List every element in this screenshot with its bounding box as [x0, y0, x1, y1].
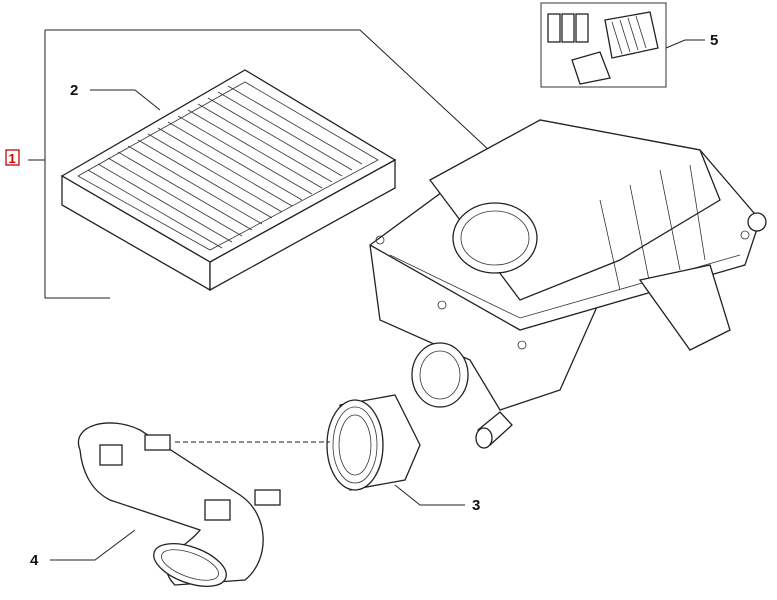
- svg-text:2: 2: [70, 82, 78, 99]
- intake-duct-part[interactable]: [77, 422, 281, 595]
- intake-connector-part[interactable]: [175, 394, 421, 491]
- service-kit-inset[interactable]: [540, 2, 667, 88]
- callout-1[interactable]: 1: [5, 149, 20, 166]
- callout-2[interactable]: 2: [70, 82, 161, 111]
- svg-text:3: 3: [472, 497, 480, 514]
- callout-5[interactable]: 5: [665, 32, 718, 49]
- callout-3[interactable]: 3: [394, 484, 480, 514]
- callout-4[interactable]: 4: [30, 529, 136, 569]
- air-filter-housing[interactable]: [369, 119, 767, 449]
- svg-text:1: 1: [9, 151, 16, 166]
- svg-text:4: 4: [30, 552, 39, 569]
- svg-text:5: 5: [710, 32, 718, 49]
- air-filter-part[interactable]: [60, 69, 397, 292]
- group-bracket-1: [28, 29, 506, 299]
